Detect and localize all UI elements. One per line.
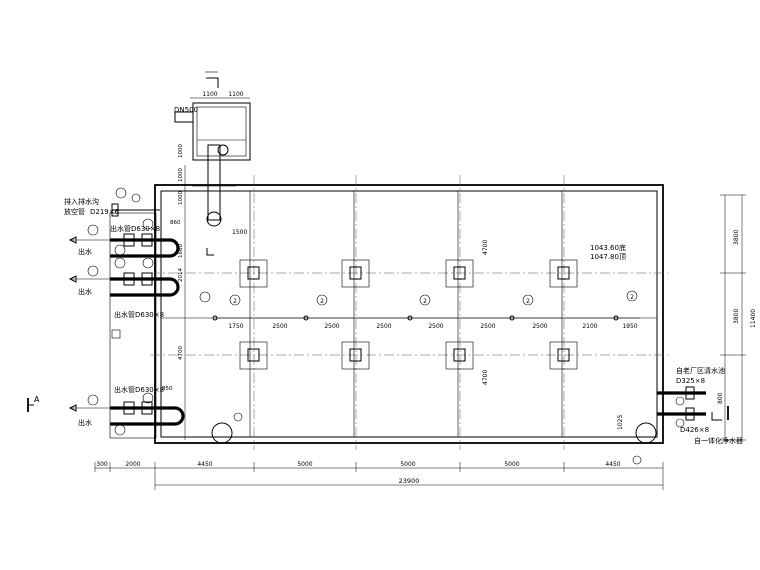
bottom-dim-4450a: 4450 — [197, 461, 212, 468]
callout-2e: 2 — [630, 294, 634, 301]
span-dim-4: 2500 — [376, 323, 391, 330]
right-dim-800: 800 — [717, 392, 724, 404]
elevation-top: 1047.80顶 — [590, 253, 626, 261]
span-dim-6: 2500 — [480, 323, 495, 330]
bottom-dim-300: 300 — [96, 461, 108, 468]
outlet-group-2: 出水 出水管D630×8 — [68, 257, 211, 319]
span-dim-5: 2500 — [428, 323, 443, 330]
outlet-group-1: 出水 出水管D630×8 — [68, 218, 180, 258]
span-dim-1: 1750 — [228, 323, 243, 330]
right-dims: 3800 3800 11400 800 — [717, 194, 757, 441]
span-dim-9: 1950 — [622, 323, 637, 330]
outlet-label-2: 出水 — [78, 287, 92, 296]
grid-axes — [150, 175, 668, 450]
callout-2c: 2 — [423, 298, 427, 305]
vent-row: 2 2 2 2 2 1750 2500 2500 2500 2500 2500 … — [212, 290, 640, 330]
bottom-dim-5000c: 5000 — [504, 461, 519, 468]
inlet-label-1: 自老厂区清水池 — [676, 366, 725, 375]
span-dim-8: 2100 — [582, 323, 597, 330]
drain-pipe: 排入排水沟 放空管 D219×6 — [64, 187, 160, 217]
bottom-dim-4450b: 4450 — [605, 461, 620, 468]
bottom-dim-5000b: 5000 — [400, 461, 415, 468]
inlet-pipes: 自老厂区清水池 D325×8 D426×8 自一体化净水器 — [657, 366, 743, 445]
span-dim-2: 2500 — [272, 323, 287, 330]
inner-dim-4700a: 4700 — [482, 240, 489, 255]
right-dim-3800a: 3800 — [733, 230, 740, 245]
bottom-dim-2000: 2000 — [125, 461, 140, 468]
inlet-size-1: D325×8 — [676, 377, 705, 385]
inner-dim-4700b: 4700 — [482, 370, 489, 385]
outlet-label-1: 出水 — [78, 247, 92, 256]
box-dim-1: 1100 — [202, 91, 217, 98]
left-dim-2: 1000 — [178, 191, 184, 205]
total-width-dim: 23900 — [399, 477, 420, 485]
outlet-pipe-label-1: 出水管D630×8 — [110, 224, 160, 233]
callout-2a: 2 — [233, 298, 237, 305]
callout-2b: 2 — [320, 298, 324, 305]
outlet-label-3: 出水 — [78, 418, 92, 427]
box-dim-2: 1100 — [228, 91, 243, 98]
outlet-group-3: 出水 出水管D630×8 — [68, 385, 185, 436]
outlet-pipe-label-3: 出水管D630×8 — [114, 385, 164, 394]
right-dim-11400: 11400 — [750, 309, 757, 328]
section-letter: A — [34, 395, 40, 404]
inner-dim-1025: 1025 — [617, 415, 624, 430]
right-dim-3800b: 3800 — [733, 309, 740, 324]
bottom-dims: 300 2000 4450 5000 5000 5000 4450 23900 — [94, 461, 664, 490]
left-dim-5: 2014 — [178, 268, 184, 282]
elevations: 1043.60底 1047.80顶 4700 4700 1025 — [482, 240, 626, 430]
drain-size-label: D219×6 — [90, 208, 120, 216]
left-dim-7: 850 — [162, 386, 173, 392]
callout-2d: 2 — [526, 298, 530, 305]
outlet-pipe-label-2: 出水管D630×8 — [114, 310, 164, 319]
left-dims: 1000 1000 860 1660 2014 4700 850 1000 — [162, 144, 186, 440]
bottom-dim-5000a: 5000 — [297, 461, 312, 468]
left-dim-4: 1660 — [178, 244, 184, 258]
baffles — [161, 191, 657, 437]
dn500-label: DN500 — [174, 106, 198, 114]
left-dim-8: 1000 — [178, 144, 184, 158]
chamber-pipe: 1500 — [192, 144, 247, 256]
section-marker: A — [27, 395, 729, 420]
tank-outline — [109, 184, 664, 444]
inner-dim-1500: 1500 — [232, 229, 247, 236]
span-dim-3: 2500 — [324, 323, 339, 330]
left-dim-1: 1000 — [178, 168, 184, 182]
inlet-size-2: D426×8 — [680, 426, 709, 434]
valve-chamber: 1100 1100 DN500 — [174, 71, 251, 161]
left-dim-6: 4700 — [178, 346, 184, 360]
left-dim-3: 860 — [170, 220, 181, 226]
inlet-label-2: 自一体化净水器 — [694, 436, 743, 445]
columns — [239, 259, 578, 370]
sump-pits — [211, 412, 657, 465]
elevation-bottom: 1043.60底 — [590, 243, 626, 252]
overflow-label: 排入排水沟 — [64, 197, 99, 206]
span-dim-7: 2500 — [532, 323, 547, 330]
drain-label: 放空管 — [64, 207, 85, 216]
